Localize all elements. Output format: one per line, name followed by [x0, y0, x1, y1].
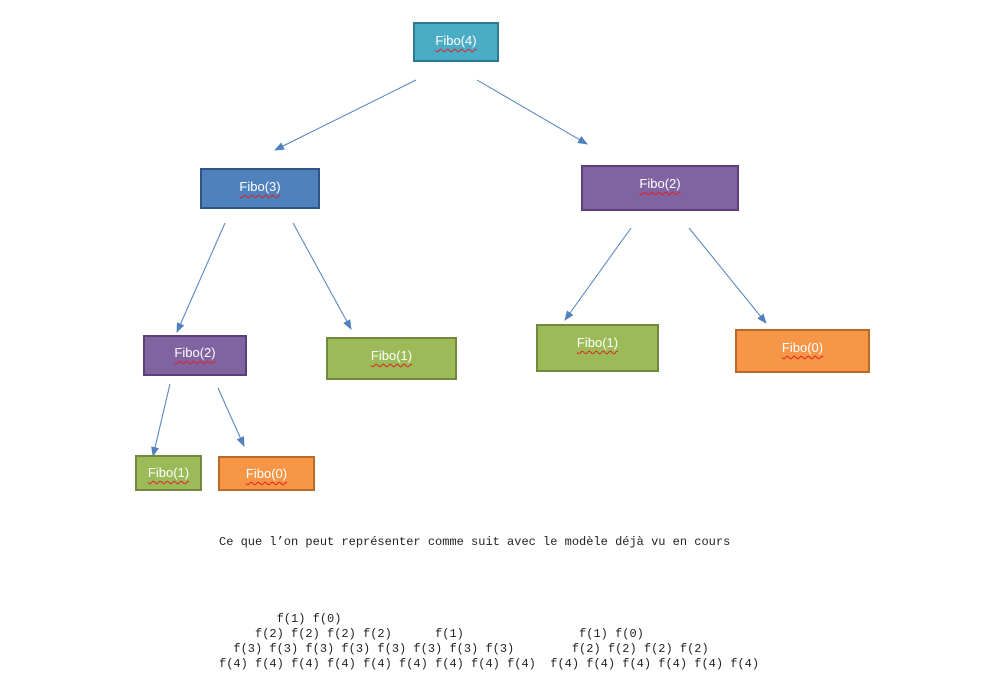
node-fibo2-right: Fibo(2): [581, 165, 739, 211]
node-label: Fibo(4): [435, 33, 477, 48]
call-stack-row-3: f(3) f(3) f(3) f(3) f(3) f(3) f(3) f(3) …: [219, 642, 709, 656]
call-stack-row-2: f(2) f(2) f(2) f(2) f(1) f(1) f(0): [219, 627, 644, 641]
edge-fibo4-fibo3: [274, 79, 417, 151]
node-fibo0-right: Fibo(0): [735, 329, 870, 373]
call-stack-row-4: f(4) f(4) f(4) f(4) f(4) f(4) f(4) f(4) …: [219, 657, 760, 671]
node-fibo1-middle: Fibo(1): [326, 337, 457, 380]
node-label: Fibo(2): [174, 345, 216, 360]
node-label: Fibo(1): [147, 465, 190, 480]
edge-fibo2l-fibo1: [151, 383, 171, 457]
node-fibo1-leaf: Fibo(1): [135, 455, 202, 491]
caption-text: Ce que l’on peut représenter comme suit …: [219, 535, 731, 549]
call-stack-row-1: f(1) f(0): [219, 612, 342, 626]
edge-fibo2-fibo1: [564, 227, 632, 321]
edge-fibo2l-fibo0: [217, 387, 245, 447]
node-fibo2-left: Fibo(2): [143, 335, 247, 376]
node-fibo1-right: Fibo(1): [536, 324, 659, 372]
edge-fibo3-fibo1: [292, 222, 352, 330]
edge-fibo2-fibo0: [688, 227, 767, 324]
node-label: Fibo(3): [239, 179, 281, 194]
node-label: Fibo(0): [781, 340, 824, 355]
node-label: Fibo(1): [576, 335, 619, 350]
node-fibo4: Fibo(4): [413, 22, 499, 62]
node-label: Fibo(0): [245, 466, 288, 481]
node-fibo3: Fibo(3): [200, 168, 320, 209]
edge-fibo3-fibo2: [176, 222, 226, 333]
node-label: Fibo(2): [639, 176, 681, 191]
node-label: Fibo(1): [370, 348, 413, 363]
node-fibo0-leaf: Fibo(0): [218, 456, 315, 491]
edge-fibo4-fibo2: [476, 79, 588, 145]
